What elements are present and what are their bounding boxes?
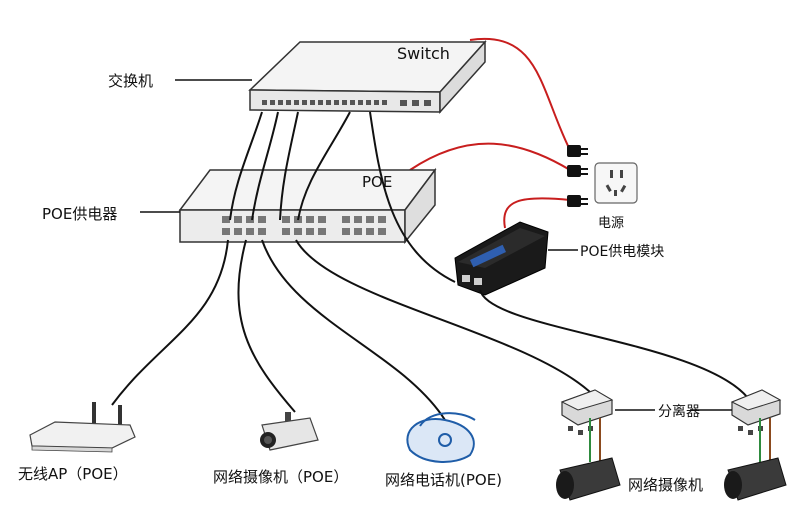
plug-icon [567, 145, 588, 157]
ip-phone-device [406, 412, 476, 463]
splitter-device-1 [560, 389, 614, 435]
power-outlet [594, 162, 638, 204]
poe-camera-device [260, 412, 319, 451]
wireless-ap-label: 无线AP（POE） [18, 465, 128, 483]
splitter-camera-cables [589, 418, 771, 462]
plug-icon [567, 165, 588, 177]
plug-icon [567, 195, 588, 207]
power-label: 电源 [598, 216, 625, 231]
poe-camera-label: 网络摄像机（POE） [213, 468, 349, 486]
poe-module-device [454, 221, 549, 296]
switch-text: Switch [397, 44, 450, 63]
power-plugs [567, 145, 588, 207]
poe-supply-label: POE供电器 [42, 205, 118, 223]
splitter-label: 分离器 [658, 404, 700, 420]
power-cables [409, 37, 571, 229]
poe-text: POE [362, 173, 393, 191]
bullet-camera-2 [724, 457, 787, 501]
switch-ports [262, 100, 431, 106]
switch-device [248, 40, 487, 114]
ip-phone-label: 网络电话机(POE) [385, 471, 503, 489]
poe-supply-device [178, 167, 437, 245]
poe-module-label: POE供电模块 [580, 244, 665, 260]
data-cables [111, 111, 749, 421]
bullet-camera-1 [556, 457, 621, 501]
wireless-ap-device [29, 402, 136, 453]
camera-label: 网络摄像机 [628, 476, 704, 494]
switch-label: 交换机 [108, 72, 154, 90]
splitter-device-2 [730, 389, 782, 435]
poe-supply-ports [222, 216, 386, 235]
